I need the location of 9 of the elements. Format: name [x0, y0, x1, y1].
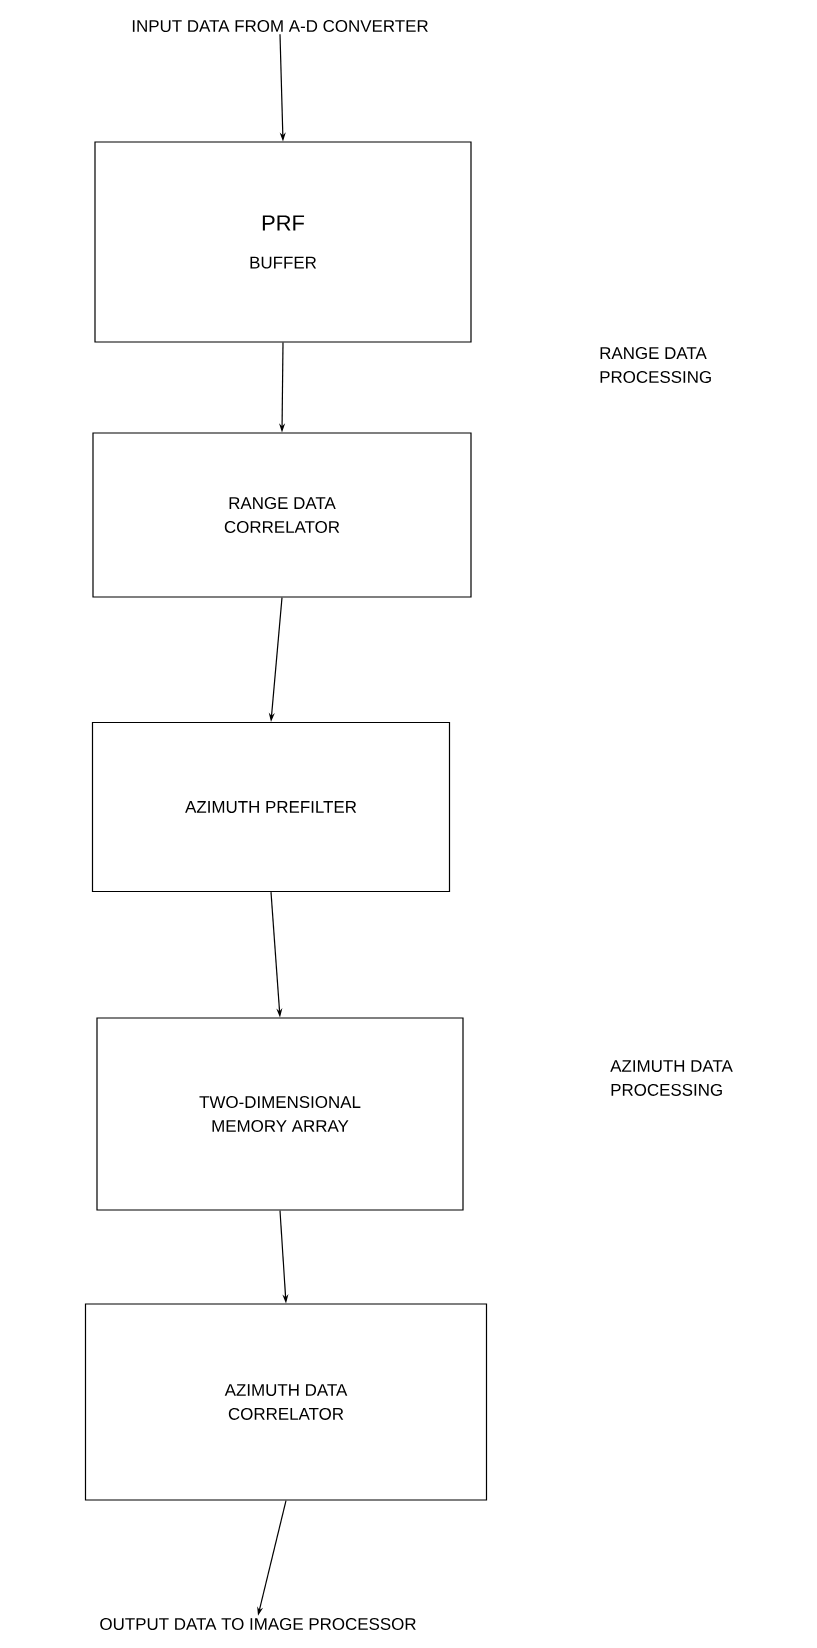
process-box: PRF BUFFER — [94, 141, 472, 343]
section-label: RANGE DATA PROCESSING — [600, 347, 711, 383]
section-label: AZIMUTH DATA PROCESSING — [610, 1060, 733, 1096]
process-box: AZIMUTH DATA CORRELATOR — [84, 1303, 488, 1501]
process-box: RANGE DATA CORRELATOR — [92, 432, 472, 598]
process-box: AZIMUTH PREFILTER — [91, 721, 451, 893]
io-label: INPUT DATA FROM A-D CONVERTER — [132, 20, 428, 32]
io-label: OUTPUT DATA TO IMAGE PROCESSOR — [100, 1618, 416, 1630]
process-box: TWO-DIMENSIONAL MEMORY ARRAY — [96, 1017, 464, 1211]
